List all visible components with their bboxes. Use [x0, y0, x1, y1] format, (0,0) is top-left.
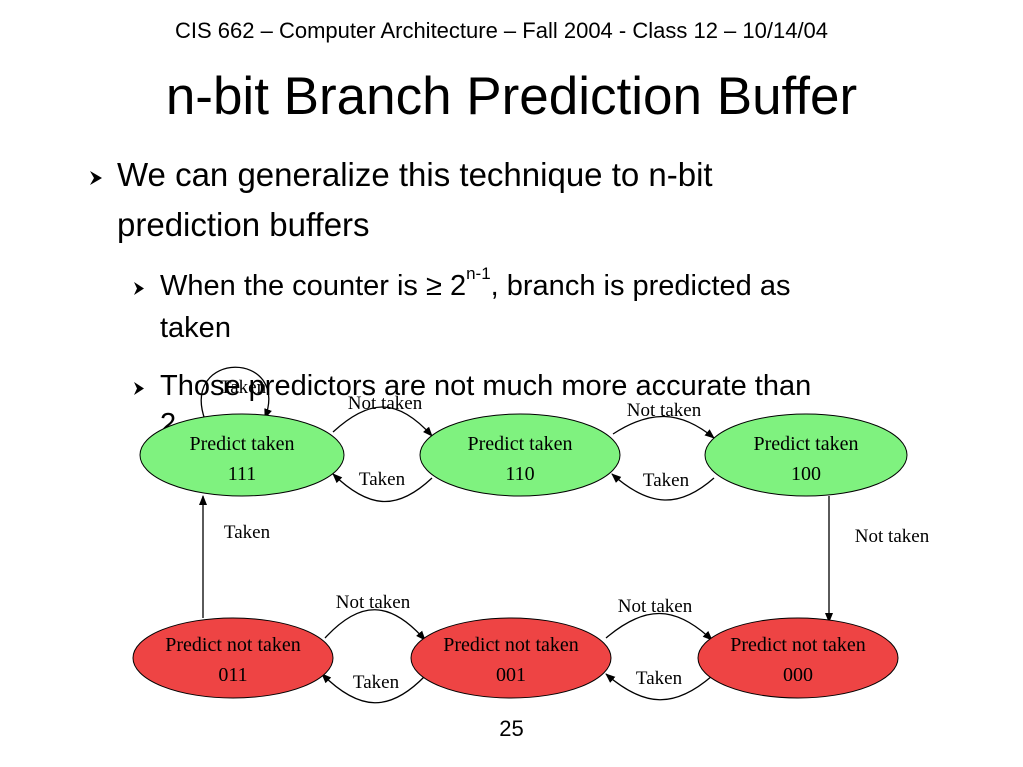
state-000: Predict not taken 000 [697, 617, 899, 699]
label-001-to-011: Taken [353, 672, 400, 693]
transition-000-to-001 [605, 673, 713, 701]
state-011-label: Predict not taken [165, 634, 301, 656]
state-011: Predict not taken 011 [132, 617, 334, 699]
bullet-arrow-icon [134, 382, 144, 395]
label-011-to-111: Taken [224, 522, 271, 543]
bullet-2-text-post: , branch is predicted as [490, 270, 791, 302]
bullet-2-line-2: taken [160, 312, 231, 344]
label-100-to-000: Not taken [855, 526, 930, 547]
label-110-to-111: Taken [359, 469, 406, 490]
state-000-label: Predict not taken [730, 634, 866, 656]
state-001-code: 001 [496, 664, 526, 686]
slide-header: CIS 662 – Computer Architecture – Fall 2… [175, 18, 829, 43]
bullet-arrow-icon [134, 282, 144, 295]
bullet-1-line-2: prediction buffers [117, 206, 370, 243]
state-000-code: 000 [783, 664, 813, 686]
transition-110-to-100 [612, 415, 715, 439]
state-011-code: 011 [218, 664, 247, 686]
state-001: Predict not taken 001 [410, 617, 612, 699]
transition-001-to-011 [321, 673, 426, 704]
transition-100-to-110 [611, 473, 715, 501]
transition-110-to-111 [332, 473, 433, 503]
bullet-2-superscript: n-1 [466, 264, 491, 283]
state-111-label: Predict taken [190, 433, 295, 455]
slide-title: n-bit Branch Prediction Buffer [165, 67, 858, 126]
bullet-arrow-icon [90, 171, 102, 185]
label-110-to-100: Not taken [627, 400, 702, 421]
label-100-to-110: Taken [643, 470, 690, 491]
state-110-code: 110 [505, 463, 534, 485]
state-110-label: Predict taken [468, 433, 573, 455]
state-001-label: Predict not taken [443, 634, 579, 656]
label-111-to-110: Not taken [348, 393, 423, 414]
bullet-2-line-1: When the counter is ≥ 2n-1, branch is pr… [160, 265, 791, 304]
page-number: 25 [499, 716, 524, 741]
label-000-to-001: Taken [636, 668, 683, 689]
state-100-code: 100 [791, 463, 821, 485]
state-111: Predict taken 111 [139, 413, 345, 497]
transition-011-to-001 [324, 609, 426, 641]
bullet-2-text-pre: When the counter is ≥ 2 [160, 270, 467, 302]
state-100-label: Predict taken [754, 433, 859, 455]
transition-111-to-110 [332, 406, 433, 437]
state-110: Predict taken 110 [419, 413, 621, 497]
transition-111-self-taken [200, 366, 272, 421]
state-100: Predict taken 100 [704, 413, 908, 497]
label-011-to-001: Not taken [336, 592, 411, 613]
label-111-self-taken: Taken [220, 377, 267, 398]
label-001-to-000: Not taken [618, 596, 693, 617]
state-111-code: 111 [228, 463, 257, 485]
transition-001-to-000 [605, 612, 713, 641]
bullet-1-line-1: We can generalize this technique to n-bi… [117, 156, 713, 193]
